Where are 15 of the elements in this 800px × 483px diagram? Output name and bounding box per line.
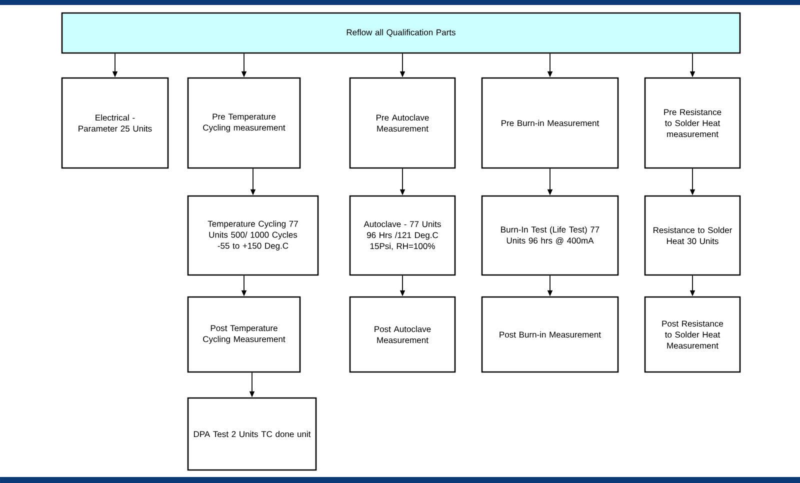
process-box: Post Resistance to Solder Heat Measurement [644,296,741,373]
process-box: Temperature Cycling 77 Units 500/ 1000 Cycles -55 to +150 Deg.C [187,195,319,276]
header-box: Reflow all Qualification Parts [61,12,741,54]
process-box: Burn-In Test (Life Test) 77 Units 96 hrs @ 400mA [481,195,619,276]
process-box: Electrical - Parameter 25 Units [61,77,169,169]
process-box: Pre Temperature Cycling measurement [187,77,301,169]
process-box: Resistance to Solder Heat 30 Units [644,195,741,276]
process-box: Post Autoclave Measurement [349,296,456,373]
process-box: Post Burn-in Measurement [481,296,619,373]
process-box: Pre Burn-in Measurement [481,77,619,169]
process-box: Autoclave - 77 Units 96 Hrs /121 Deg.C 15Psi, RH=100% [349,195,456,276]
process-box: Post Temperature Cycling Measurement [187,296,301,373]
process-box: Pre Autoclave Measurement [349,77,456,169]
process-box: DPA Test 2 Units TC done unit [187,397,317,471]
process-box: Pre Resistance to Solder Heat measurement [644,77,741,169]
